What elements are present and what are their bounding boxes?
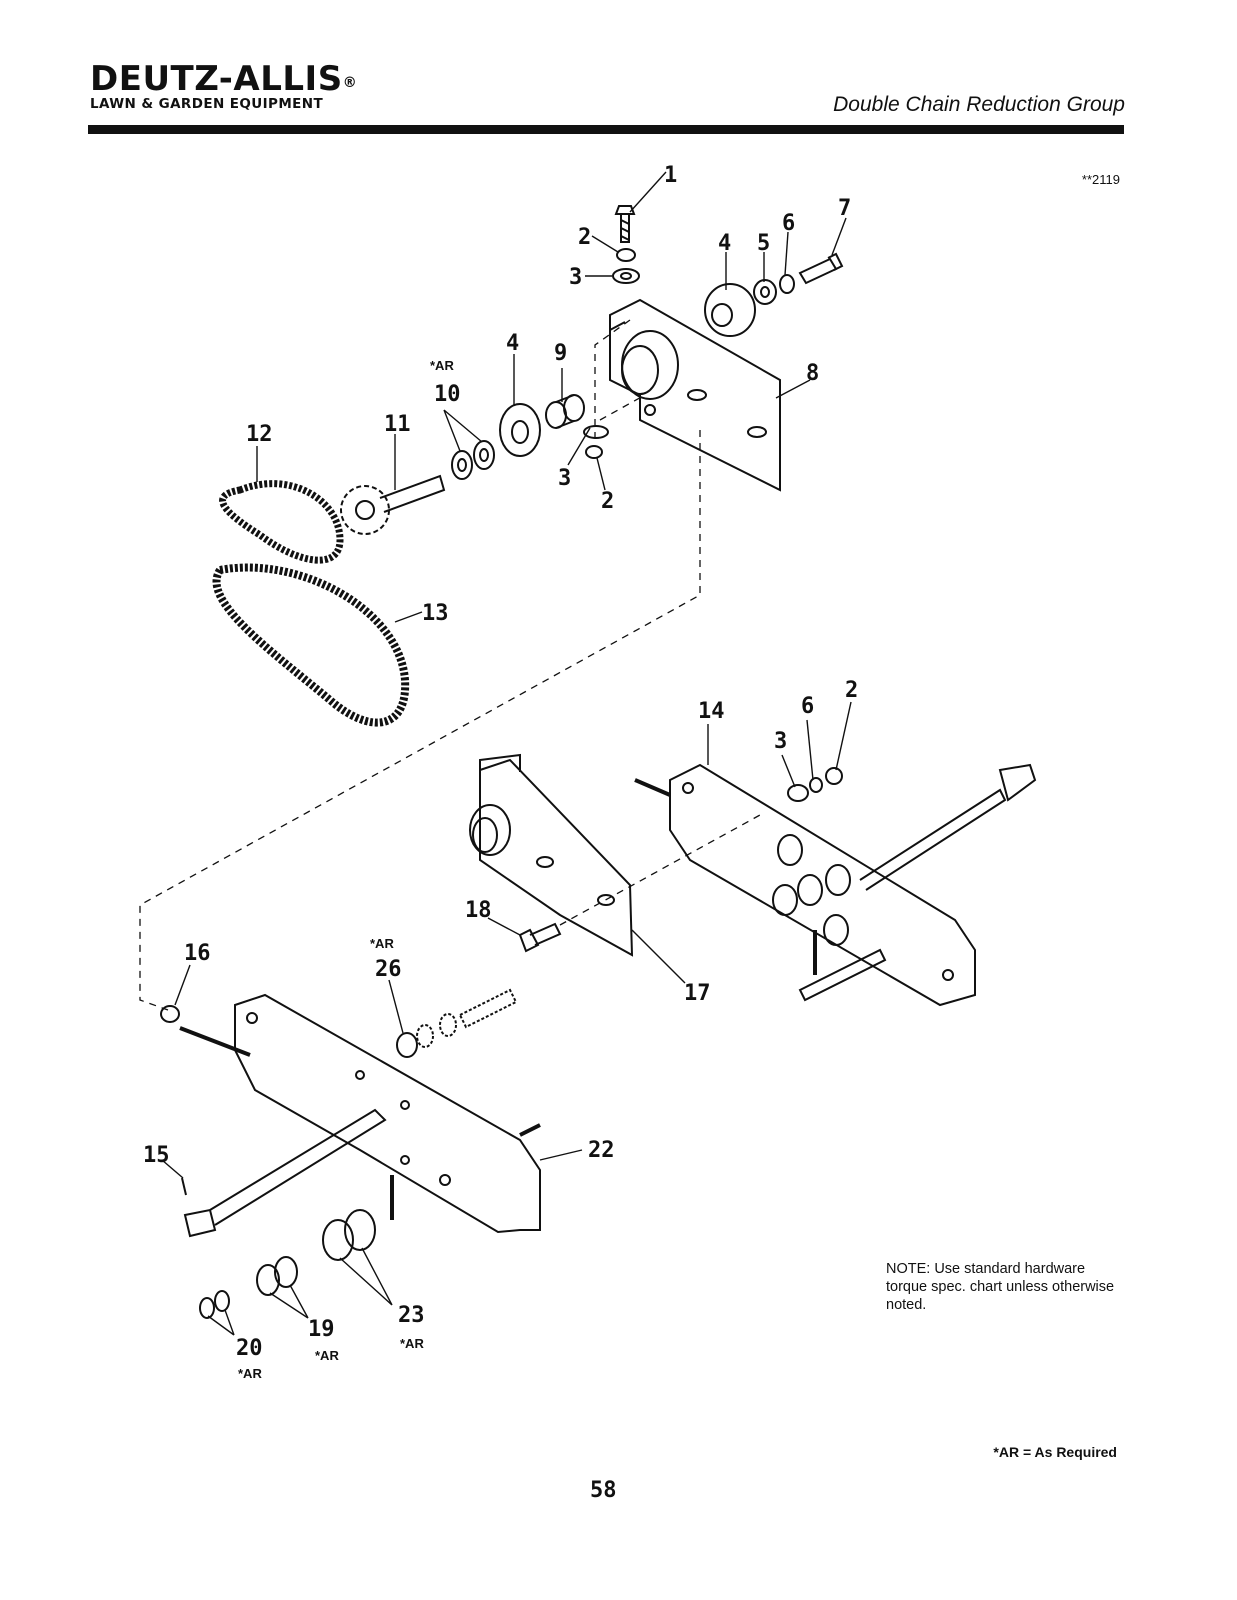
callout-4-lower: 4	[506, 331, 519, 356]
part-13-chain	[212, 563, 410, 727]
part-9-spacer	[545, 394, 585, 429]
callout-9: 9	[554, 341, 567, 366]
callout-6-upper: 6	[782, 211, 795, 236]
part-2-nut-lower	[585, 445, 603, 459]
as-required-mark-20: *AR	[238, 1366, 262, 1381]
callout-12: 12	[246, 422, 273, 447]
callout-1: 1	[664, 163, 677, 188]
as-required-mark-19: *AR	[315, 1348, 339, 1363]
part-3-washer-mid	[787, 784, 809, 802]
callout-26: 26	[375, 957, 402, 982]
part-6-lockwasher	[779, 274, 795, 294]
part-15-cotter-pin	[181, 1177, 187, 1196]
part-11-sprocket-shaft	[340, 474, 446, 535]
part-1-bolt	[614, 205, 636, 243]
part-18-bolt	[518, 922, 562, 953]
part-22-plate-assembly	[179, 993, 541, 1238]
callout-3-lower: 3	[558, 466, 571, 491]
as-required-mark-23: *AR	[400, 1336, 424, 1351]
callout-2-lower: 2	[601, 489, 614, 514]
brand-subtitle: LAWN & GARDEN EQUIPMENT	[90, 96, 324, 112]
part-3-washer-lower	[583, 425, 609, 439]
callout-20: 20	[236, 1336, 263, 1361]
torque-note: NOTE: Use standard hardware torque spec.…	[886, 1261, 1115, 1313]
header-rule	[88, 125, 1124, 134]
leader-lines	[161, 171, 852, 1336]
page-number: 58	[590, 1478, 617, 1503]
callout-10: 10	[434, 382, 461, 407]
ar-legend: *AR = As Required	[993, 1444, 1117, 1460]
callout-18: 18	[465, 898, 492, 923]
callout-16: 16	[184, 941, 211, 966]
callout-2-upper: 2	[578, 225, 591, 250]
callout-14: 14	[698, 699, 725, 724]
part-3-washer	[612, 268, 640, 284]
registered-mark: ®	[342, 75, 358, 91]
brand-name: DEUTZ-ALLIS®	[90, 59, 358, 99]
callout-15: 15	[143, 1143, 170, 1168]
callout-13: 13	[422, 601, 449, 626]
callout-3-upper: 3	[569, 265, 582, 290]
part-16-nut	[160, 1005, 180, 1023]
callout-2-mid: 2	[845, 678, 858, 703]
part-23-shims	[322, 1209, 376, 1261]
part-5-washer	[753, 279, 777, 305]
part-10-washers	[451, 440, 495, 480]
part-12-chain	[219, 480, 344, 564]
as-required-mark-26: *AR	[370, 936, 394, 951]
part-14-plate-assembly	[634, 763, 1037, 1007]
group-title: Double Chain Reduction Group	[833, 93, 1125, 116]
callout-22: 22	[588, 1138, 615, 1163]
callout-4-upper: 4	[718, 231, 731, 256]
callout-23: 23	[398, 1303, 425, 1328]
part-4-bearing-lower	[499, 403, 541, 457]
part-6-lockwasher-mid	[809, 777, 823, 793]
callout-17: 17	[684, 981, 711, 1006]
callout-5: 5	[757, 231, 770, 256]
part-2-nut	[616, 248, 636, 262]
callout-7: 7	[838, 196, 851, 221]
part-7-bolt	[798, 252, 844, 285]
drawing-number: **2119	[1081, 172, 1120, 187]
callout-6-mid: 6	[801, 694, 814, 719]
part-8-bracket	[609, 298, 781, 492]
assembly-guide-lines	[139, 319, 761, 1011]
brand-logo: DEUTZ-ALLIS® LAWN & GARDEN EQUIPMENT	[90, 62, 357, 112]
callout-3-mid: 3	[774, 729, 787, 754]
part-26-spring-pack	[396, 988, 518, 1058]
as-required-mark-10: *AR	[430, 358, 454, 373]
callout-8: 8	[806, 361, 819, 386]
part-20-shims	[199, 1290, 230, 1319]
part-17-bracket	[469, 753, 634, 957]
part-4-bearing	[704, 283, 756, 337]
callout-19: 19	[308, 1317, 335, 1342]
part-2-nut-mid	[825, 767, 843, 785]
callout-11: 11	[384, 412, 411, 437]
part-19-shims	[256, 1256, 298, 1296]
